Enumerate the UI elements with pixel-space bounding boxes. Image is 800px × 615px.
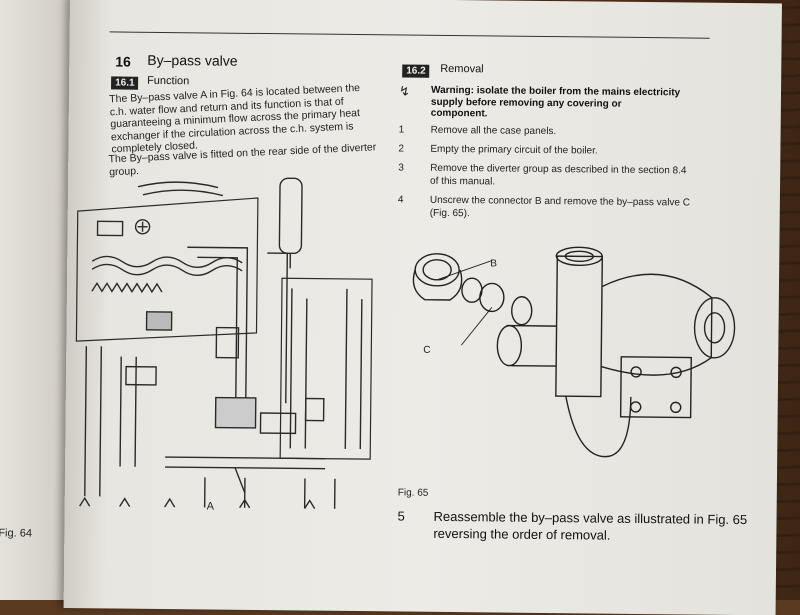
list-item: 4 Unscrew the connector B and remove the… — [398, 194, 698, 218]
section-number: 16 — [115, 53, 131, 70]
step-text: Remove the diverter group as described i… — [430, 162, 687, 187]
header-rule — [109, 31, 710, 39]
fig64-callout-a: A — [206, 500, 215, 513]
section-title: By–pass valve — [147, 51, 238, 69]
warning-zigzag-icon: ↯ — [398, 83, 411, 99]
fig64-label: Fig. 64 — [0, 527, 33, 540]
step-number: 2 — [398, 143, 405, 155]
fig64-boiler-schematic — [75, 177, 373, 509]
fig65-label: Fig. 65 — [397, 487, 429, 499]
fig65-callout-c: C — [423, 344, 431, 356]
list-item: 3 Remove the diverter group as described… — [398, 162, 698, 187]
fig65-callout-b: B — [490, 258, 497, 270]
list-item: 2 Empty the primary circuit of the boile… — [398, 143, 698, 156]
step5-item: 5 Reassemble the by–pass valve as illust… — [397, 507, 768, 542]
step-text: Reassemble the by–pass valve as illustra… — [433, 508, 748, 543]
removal-steps-list: 1 Remove all the case panels. 2 Empty th… — [398, 124, 699, 218]
step-number: 1 — [398, 124, 405, 136]
step-text: Unscrew the connector B and remove the b… — [429, 194, 691, 219]
subsection-function-title: Function — [147, 74, 190, 88]
subsection-removal-tag: 16.2 — [402, 64, 430, 78]
list-item: 1 Remove all the case panels. — [399, 124, 699, 137]
step-text: Remove all the case panels. — [430, 124, 557, 138]
step-number: 3 — [398, 162, 404, 174]
fig65-diverter-exploded-view — [412, 246, 736, 458]
manual-page: 16 By–pass valve 16.1 Function The By–pa… — [0, 0, 782, 615]
step-number: 5 — [397, 508, 405, 524]
warning-text: Warning: isolate the boiler from the mai… — [430, 84, 681, 120]
subsection-function-tag: 16.1 — [111, 76, 139, 90]
subsection-removal-title: Removal — [440, 62, 484, 76]
step-text: Empty the primary circuit of the boiler. — [430, 143, 598, 157]
step-number: 4 — [397, 194, 404, 206]
